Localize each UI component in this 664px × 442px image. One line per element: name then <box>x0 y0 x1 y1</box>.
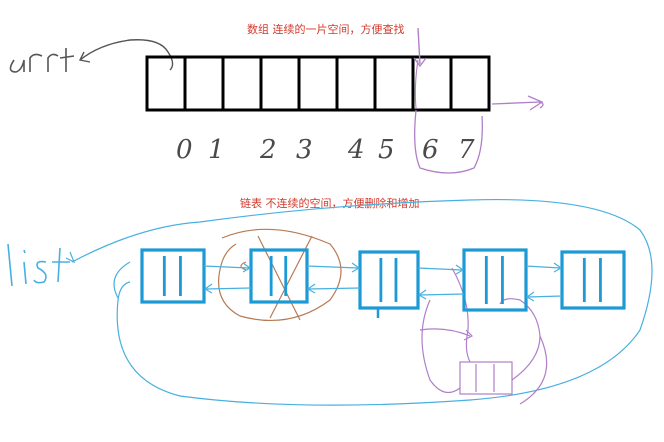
linked-list-section: 链表 不连续的空间，方便删除和增加 list <box>7 196 653 406</box>
array-index-label: 1 <box>208 135 225 165</box>
prev-pointer-arrowhead <box>525 291 535 302</box>
prev-pointer-arrow <box>527 295 563 298</box>
prev-pointer-arrowhead <box>203 283 213 294</box>
list-node <box>358 250 420 310</box>
next-pointer-arrow <box>417 267 463 271</box>
next-pointer-arrowhead <box>455 264 465 275</box>
array-pointer-arrow <box>79 39 174 71</box>
prev-pointer-arrow <box>205 287 252 290</box>
array-index-label: 3 <box>296 135 313 165</box>
array-outline <box>145 55 491 112</box>
next-pointer-arrow <box>306 265 359 269</box>
next-pointer-arrow <box>203 265 250 269</box>
prev-pointer-arrowhead <box>306 283 316 294</box>
array-pointer-arrowhead <box>78 51 91 63</box>
array-highlight-annotation <box>413 27 544 174</box>
array-index-label: 0 <box>176 135 193 165</box>
list-node <box>140 248 206 304</box>
prev-pointer-arrow <box>419 293 465 296</box>
deleted-node-annotation <box>218 228 342 322</box>
list-head-pointer <box>65 199 653 406</box>
list-node <box>560 250 626 310</box>
inserted-node-annotation <box>419 267 548 405</box>
array-index-label: 4 <box>347 135 365 165</box>
array-index-label: 2 <box>259 135 277 165</box>
linked-list-title: 链表 不连续的空间，方便删除和增加 <box>240 196 420 210</box>
array-title: 数组 连续的一片空间，方便查找 <box>247 22 405 36</box>
array-index-label: 6 <box>422 135 439 165</box>
array-variable-label: arr <box>9 39 174 73</box>
prev-pointer-arrow <box>308 287 361 290</box>
array-box <box>145 55 491 112</box>
next-pointer-arrowhead <box>242 262 252 273</box>
new-node-box <box>459 361 513 395</box>
next-pointer-arrowhead <box>351 262 361 273</box>
list-node <box>249 248 309 304</box>
prev-pointer-arrowhead <box>417 289 427 300</box>
list-node <box>462 248 528 312</box>
linked-list-pointers <box>203 262 563 318</box>
next-pointer-arrowhead <box>553 262 563 273</box>
next-pointer-arrow <box>525 265 561 269</box>
list-variable-label: list <box>7 243 70 287</box>
array-index-label: 7 <box>458 135 475 165</box>
array-index-label: 5 <box>378 135 395 165</box>
linked-list-nodes <box>140 248 626 312</box>
